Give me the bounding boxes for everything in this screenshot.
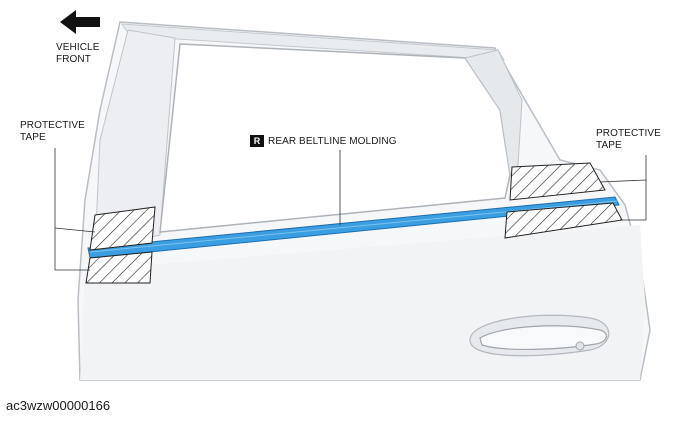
protective-tape-left-lower bbox=[85, 251, 153, 284]
protective-tape-right-upper bbox=[509, 162, 606, 201]
leader-left-tape-upper bbox=[54, 227, 96, 233]
protective-tape-left-upper bbox=[89, 206, 156, 251]
rear-beltline-molding-label: REAR BELTLINE MOLDING bbox=[268, 136, 397, 147]
door-handle bbox=[479, 325, 607, 351]
arrow-left-icon bbox=[60, 10, 100, 34]
protective-tape-left-label: PROTECTIVE TAPE bbox=[20, 120, 85, 143]
leader-left-tape bbox=[54, 148, 90, 271]
part-badge: R bbox=[250, 135, 264, 147]
protective-tape-right-label: PROTECTIVE TAPE bbox=[596, 128, 661, 151]
leader-right-tape bbox=[620, 155, 647, 221]
vehicle-front-label: VEHICLE FRONT bbox=[56, 42, 100, 65]
c-pillar bbox=[464, 49, 523, 177]
figure-code: ac3wzw00000166 bbox=[6, 398, 111, 413]
door-lock-cylinder bbox=[575, 341, 585, 351]
rear-beltline-molding bbox=[87, 196, 620, 259]
molding-highlight bbox=[89, 200, 618, 253]
leader-right-tape-upper bbox=[599, 179, 647, 183]
